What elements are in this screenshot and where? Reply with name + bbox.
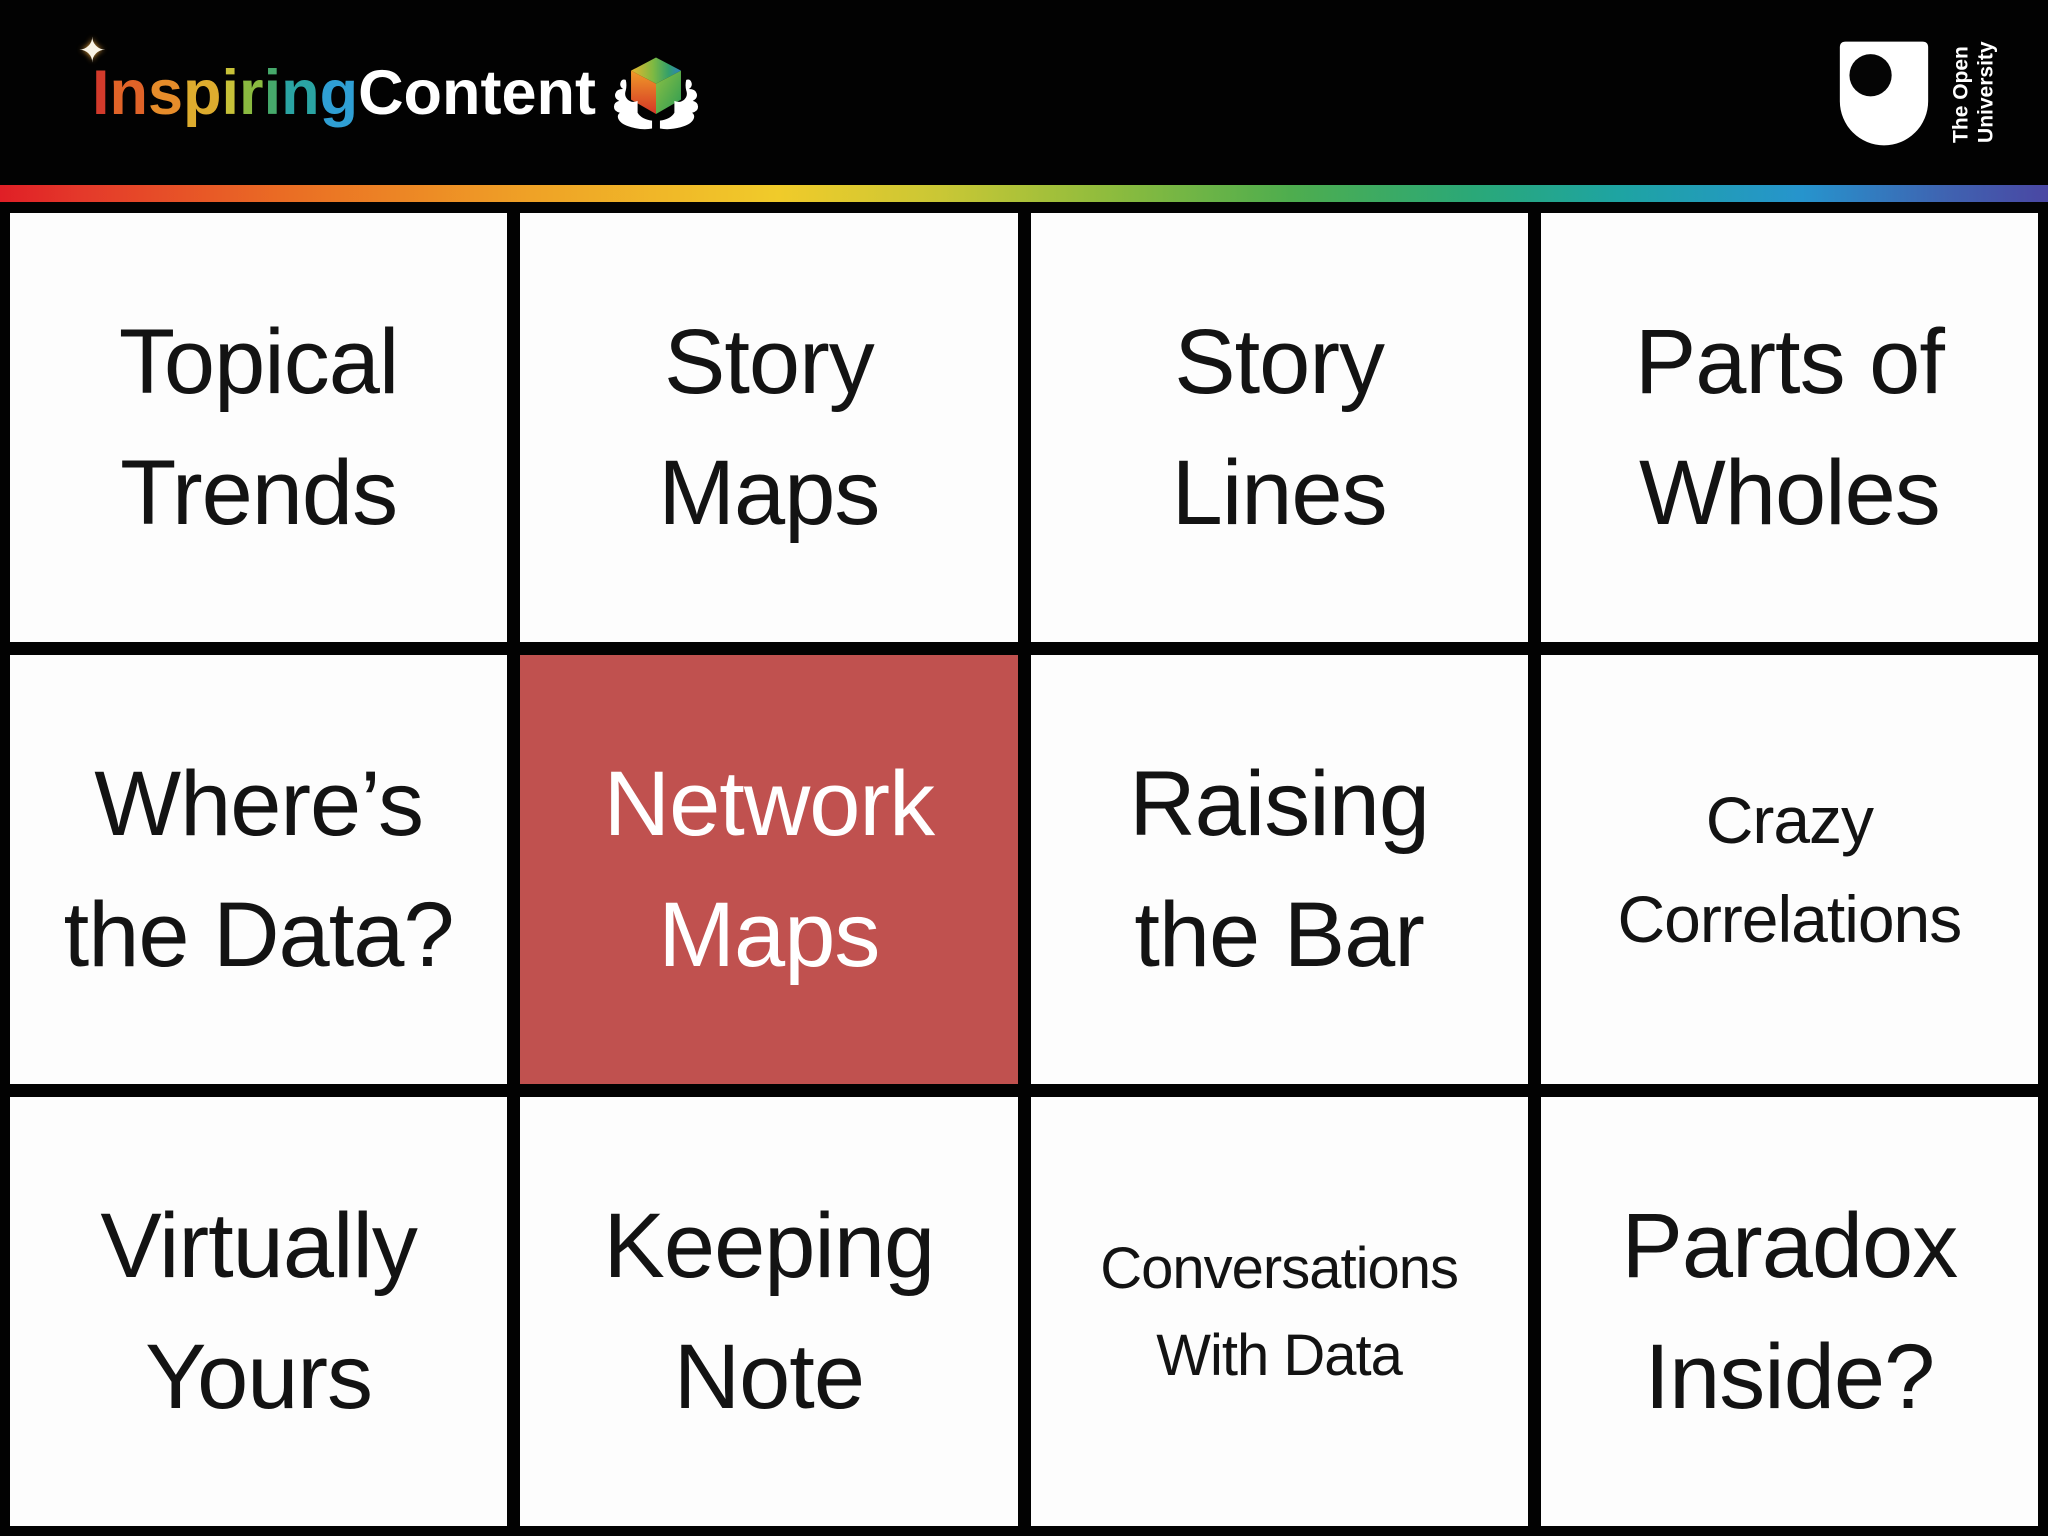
rainbow-divider	[0, 185, 2048, 202]
tile-crazy-correlations[interactable]: Crazy Correlations	[1540, 655, 2038, 1084]
brand-word-content: Content	[358, 57, 597, 128]
inspiring-content-logo: ✦ Inspiring Content	[78, 32, 702, 136]
tile-keeping-note[interactable]: Keeping Note	[520, 1097, 1018, 1526]
tile-parts-of-wholes[interactable]: Parts of Wholes	[1540, 213, 2038, 642]
ou-logo-text: The Open University	[1949, 41, 1999, 144]
open-university-logo: The Open University	[1836, 37, 2006, 149]
brand-word-inspiring: Inspiring	[92, 57, 359, 128]
tile-virtually-yours[interactable]: Virtually Yours	[10, 1097, 508, 1526]
cube-in-hands-icon	[613, 57, 699, 129]
header-bar: ✦ Inspiring Content	[0, 0, 2048, 185]
ou-shield-icon	[1839, 41, 1929, 145]
sparkle-icon: ✦	[78, 31, 107, 70]
tile-topical-trends[interactable]: Topical Trends	[10, 213, 508, 642]
tile-wheres-the-data[interactable]: Where’s the Data?	[10, 655, 508, 1084]
tile-story-lines[interactable]: Story Lines	[1030, 213, 1528, 642]
menu-grid: Topical Trends Story Maps Story Lines Pa…	[10, 213, 2038, 1526]
tile-conversations-with-data[interactable]: Conversations With Data	[1030, 1097, 1528, 1526]
tile-paradox-inside[interactable]: Paradox Inside?	[1540, 1097, 2038, 1526]
tile-network-maps-selected[interactable]: Network Maps	[520, 655, 1018, 1084]
tile-story-maps[interactable]: Story Maps	[520, 213, 1018, 642]
menu-grid-wrap: Topical Trends Story Maps Story Lines Pa…	[0, 202, 2048, 1536]
tile-raising-the-bar[interactable]: Raising the Bar	[1030, 655, 1528, 1084]
